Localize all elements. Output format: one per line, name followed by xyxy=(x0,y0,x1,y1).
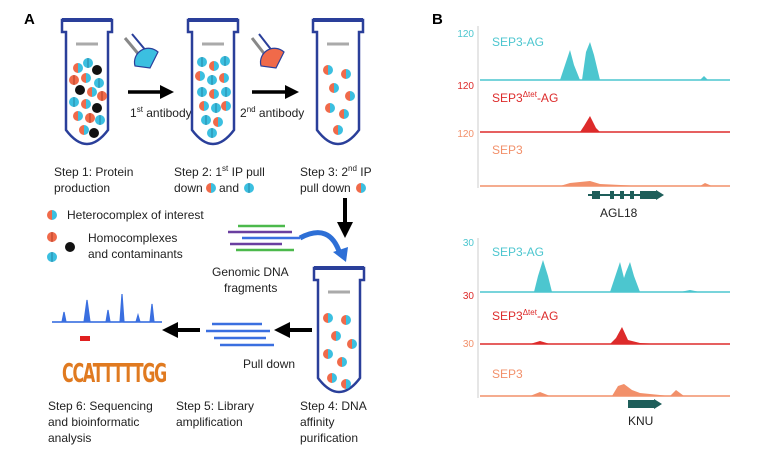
step2-label-line2: down xyxy=(174,181,203,195)
first-antibody-icon xyxy=(123,33,159,69)
step3-label-line2: pull down xyxy=(300,181,351,195)
knu-gene-model xyxy=(628,399,662,409)
bottom-track1-signal xyxy=(480,260,730,292)
genomic-label-line2: fragments xyxy=(224,281,277,295)
pulled-dna-fragments xyxy=(206,322,274,347)
step5-label-line2: amplification xyxy=(176,415,243,429)
panel-a-label: A xyxy=(24,11,35,28)
bottom-track3-signal xyxy=(480,384,730,396)
legend-homo-line2: and contaminants xyxy=(88,247,183,261)
tube-step4 xyxy=(312,266,366,394)
step6-label-line2: and bioinformatic xyxy=(48,415,139,429)
step1-label-line1: Step 1: Protein xyxy=(54,165,133,179)
step4-label-line2: affinity xyxy=(300,415,334,429)
step6-label-line3: analysis xyxy=(48,431,91,445)
motif-logo: CCATTTTTGG xyxy=(62,336,168,389)
top-track2-max: 120 xyxy=(457,81,474,92)
step1-label-line2: production xyxy=(54,181,110,195)
sequencing-peaks xyxy=(52,293,162,323)
genomic-label-line1: Genomic DNA xyxy=(212,265,289,279)
panel-b-label: B xyxy=(432,11,443,28)
step4-label-line3: purification xyxy=(300,431,358,445)
step3-label-line1: Step 3: 2nd IP xyxy=(300,164,372,179)
top-track1-max: 120 xyxy=(457,29,474,40)
tube-step1 xyxy=(60,18,114,146)
top-track1-name: SEP3-AG xyxy=(492,35,544,49)
genomic-dna-fragments xyxy=(228,224,300,252)
top-track3-name: SEP3 xyxy=(492,143,523,157)
top-track3-max: 120 xyxy=(457,129,474,140)
step6-label-line1: Step 6: Sequencing xyxy=(48,399,153,413)
gene-agl18-label: AGL18 xyxy=(600,206,638,220)
bottom-track3-name: SEP3 xyxy=(492,367,523,381)
legend-homo-line1: Homocomplexes xyxy=(88,231,177,245)
second-antibody-icon xyxy=(250,33,285,69)
agl18-gene-model xyxy=(588,190,664,200)
step4-label-line1: Step 4: DNA xyxy=(300,399,367,413)
bottom-track1-max: 30 xyxy=(463,238,475,249)
gene-knu-label: KNU xyxy=(628,414,653,428)
bottom-track1-name: SEP3-AG xyxy=(492,245,544,259)
step2-label-line1: Step 2: 1st IP pull xyxy=(174,164,265,179)
first-antibody-label: 1st antibody xyxy=(130,105,192,120)
bottom-track3-max: 30 xyxy=(463,339,475,350)
step2-label-and: and xyxy=(219,181,239,195)
tube-step2 xyxy=(186,18,240,146)
tube-step3 xyxy=(311,18,365,146)
top-track2-signal xyxy=(480,116,730,132)
curved-arrow xyxy=(298,230,343,255)
bottom-track2-name: SEP3Δtet-AG xyxy=(492,308,558,323)
bottom-track2-max: 30 xyxy=(463,291,475,302)
top-track2-name: SEP3Δtet-AG xyxy=(492,90,558,105)
pulldown-label: Pull down xyxy=(243,357,295,371)
second-antibody-label: 2nd antibody xyxy=(240,105,304,120)
bottom-track2-signal xyxy=(480,327,730,344)
legend-hetero: Heterocomplex of interest xyxy=(67,208,204,222)
step5-label-line1: Step 5: Library xyxy=(176,399,254,413)
motif-text: CCATTTTTGG xyxy=(62,359,166,389)
